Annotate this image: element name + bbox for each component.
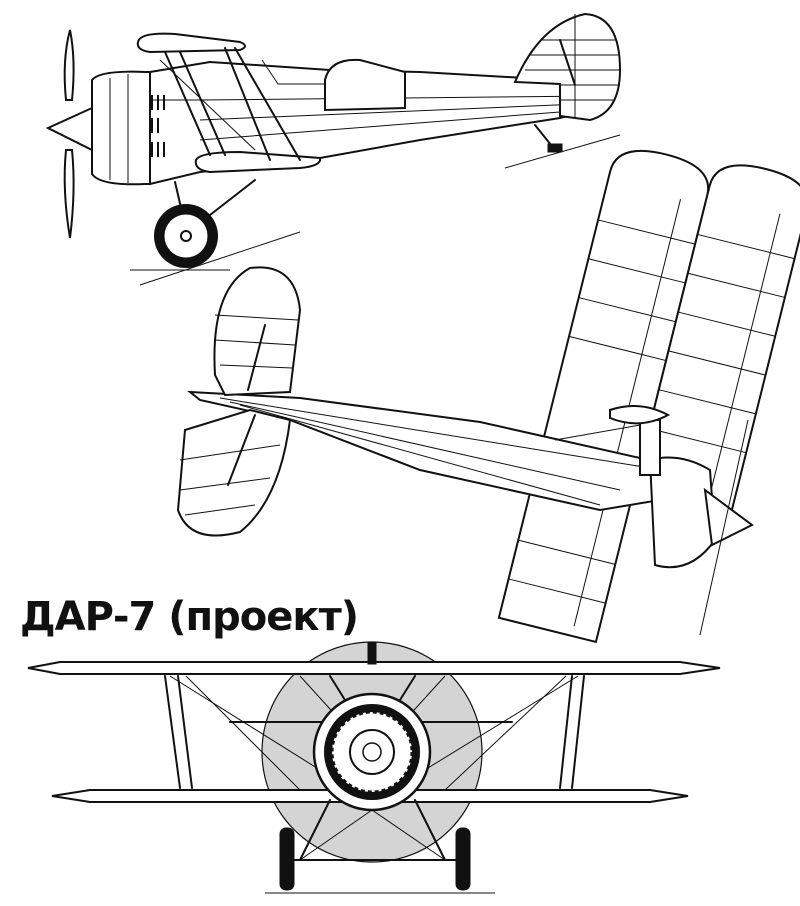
- propeller-blade-bottom: [63, 149, 75, 239]
- drawing-title: ДАР-7 (проект): [20, 594, 359, 640]
- lower-wing-side: [194, 150, 322, 174]
- wheel-left-front: [279, 827, 295, 891]
- upper-wing-side: [136, 32, 246, 54]
- spinner: [45, 106, 93, 152]
- wheel-right-front: [455, 827, 471, 891]
- side-view: [45, 12, 622, 286]
- plan-view: [176, 149, 800, 644]
- cockpit-fairing: [324, 58, 406, 112]
- stabilizer-upper: [213, 266, 302, 397]
- lower-wing-plan: [633, 164, 800, 513]
- upper-wing-front: [27, 661, 721, 675]
- propeller-blade-top: [63, 29, 75, 101]
- tail-wheel-plan: [609, 405, 671, 425]
- engine-cowling: [91, 70, 151, 186]
- stabilizer-lower: [176, 408, 292, 537]
- front-view: [27, 641, 721, 894]
